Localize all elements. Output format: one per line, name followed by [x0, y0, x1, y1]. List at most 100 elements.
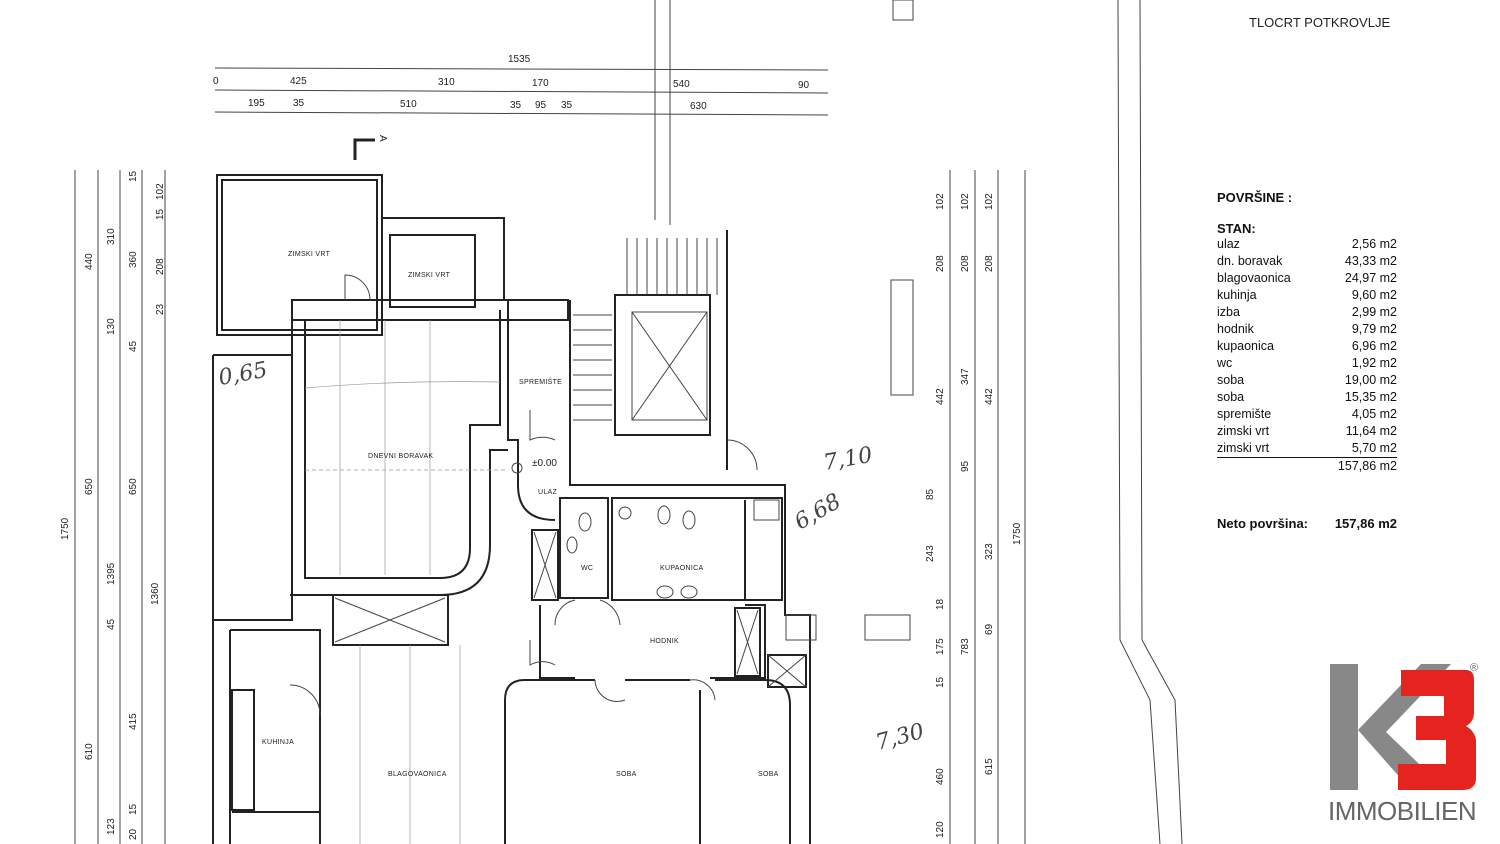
dim: 95	[535, 100, 547, 111]
dim: 69	[984, 623, 995, 635]
dim: 208	[960, 255, 971, 272]
dim: 243	[925, 545, 936, 562]
fixtures	[511, 462, 698, 599]
dim: 35	[293, 98, 305, 109]
dim: 90	[798, 80, 810, 91]
right-dim-labels: 102 102 102 208 208 208 442 347 442 95 8…	[925, 193, 1023, 838]
dim: 15	[935, 676, 946, 688]
legend-row: zimski vrt 11,64 m2	[1217, 423, 1397, 440]
dim: 440	[84, 253, 95, 270]
room-area: 6,96 m2	[1351, 339, 1397, 353]
legend-row: izba 2,99 m2	[1217, 304, 1397, 321]
dim: 1750	[60, 517, 71, 540]
room-area: 5,70 m2	[1351, 441, 1397, 455]
room-name: wc	[1217, 356, 1233, 370]
dim: 102	[984, 193, 995, 210]
dim: 85	[925, 488, 936, 500]
room-name: soba	[1217, 373, 1245, 387]
dim: 123	[106, 818, 117, 835]
dim: 347	[960, 368, 971, 385]
dim: 783	[960, 638, 971, 655]
dim: 425	[290, 76, 307, 87]
room-area: 2,56 m2	[1351, 237, 1397, 251]
dim: 0	[213, 76, 219, 87]
top-dimensions: 1535 0 425 310 170 540 90 195 35 510 35 …	[213, 54, 829, 116]
dim: 102	[155, 183, 166, 200]
legend-row: zimski vrt 5,70 m2	[1217, 440, 1397, 457]
dim: 195	[248, 98, 265, 109]
room-label: SOBA	[758, 771, 779, 778]
dim: 45	[106, 618, 117, 630]
right-dimensions	[949, 170, 1026, 844]
room-area: 11,64 m2	[1345, 424, 1397, 438]
dim: 35	[561, 100, 573, 111]
room-label: ZIMSKI VRT	[408, 272, 451, 279]
dim-total: 1535	[508, 54, 531, 65]
left-dim-labels: 1750 440 650 610 310 130 1395 45 415 123…	[60, 170, 166, 840]
room-name: izba	[1217, 305, 1240, 319]
room-area: 43,33 m2	[1344, 254, 1397, 268]
dim: 35	[510, 100, 522, 111]
dim: 15	[128, 170, 139, 182]
dim: 442	[935, 388, 946, 405]
section-marker: A	[377, 135, 388, 142]
room-area: 2,99 m2	[1351, 305, 1397, 319]
dim: 415	[128, 713, 139, 730]
floor-lines	[304, 320, 508, 844]
dim: 20	[128, 828, 139, 840]
room-name: hodnik	[1217, 322, 1254, 336]
room-area: 1,92 m2	[1351, 356, 1397, 370]
room-label: SOBA	[616, 771, 637, 778]
room-name: soba	[1217, 390, 1245, 404]
room-name: kuhinja	[1217, 288, 1257, 302]
doors	[289, 274, 758, 716]
walls	[212, 174, 811, 844]
room-name: zimski vrt	[1217, 441, 1270, 455]
handwritten-note: 7,10	[822, 443, 875, 476]
logo-text: IMMOBILIEN	[1328, 796, 1477, 826]
room-label: ULAZ	[538, 489, 558, 496]
room-name: spremište	[1217, 407, 1272, 421]
net-area-row: Neto površina: 157,86 m2	[1217, 515, 1397, 532]
dim: 650	[128, 478, 139, 495]
legend-heading: POVRŠINE :	[1217, 190, 1293, 205]
level-label: ±0.00	[532, 458, 557, 469]
dim: 1360	[150, 582, 161, 605]
room-area: 19,00 m2	[1344, 373, 1397, 387]
room-label: BLAGOVAONICA	[388, 771, 447, 778]
room-name: ulaz	[1217, 237, 1240, 251]
dim: 442	[984, 388, 995, 405]
dim: 540	[673, 79, 690, 90]
dim: 102	[935, 193, 946, 210]
outlet-boxes	[753, 279, 914, 641]
legend-total: 157,86 m2	[1217, 457, 1397, 475]
dim: 23	[155, 303, 166, 315]
dim: 323	[984, 543, 995, 560]
legend-row: soba 19,00 m2	[1217, 372, 1397, 389]
legend-row: kupaonica 6,96 m2	[1217, 338, 1397, 355]
room-name: kupaonica	[1217, 339, 1274, 353]
room-label: KUHINJA	[262, 739, 294, 746]
room-name: zimski vrt	[1217, 424, 1270, 438]
dim: 630	[690, 101, 707, 112]
room-area: 9,79 m2	[1351, 322, 1397, 336]
dim: 15	[155, 208, 166, 220]
dim: 95	[960, 460, 971, 472]
net-area-label: Neto površina:	[1217, 516, 1309, 531]
left-dimensions	[74, 170, 166, 844]
plan-title: TLOCRT POTKROVLJE	[1249, 15, 1391, 30]
dim: 310	[438, 77, 455, 88]
dim: 360	[128, 251, 139, 268]
dim: 170	[532, 78, 549, 89]
k3-immobilien-logo: ® IMMOBILIEN	[1326, 660, 1486, 830]
room-label: SPREMIŠTE	[519, 377, 562, 386]
room-label: KUPAONICA	[660, 565, 703, 572]
